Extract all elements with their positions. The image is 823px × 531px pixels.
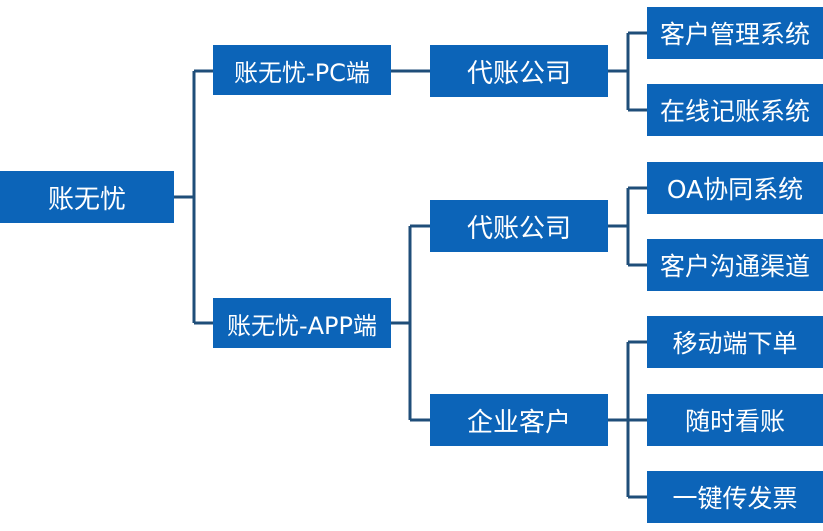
connector-app-to-children	[391, 224, 430, 422]
connector-pc-agency-to-features	[608, 31, 647, 112]
connector-app-agency-to-features	[608, 186, 647, 267]
connector-enterprise-to-features	[608, 340, 647, 499]
feature-node-upload-invoice: 一键传发票	[647, 471, 823, 523]
feature-node-communication-channel: 客户沟通渠道	[647, 239, 823, 291]
segment-node-pc-agency: 代账公司	[430, 45, 608, 97]
feature-node-mobile-order: 移动端下单	[647, 316, 823, 368]
branch-node-app: 账无忧-APP端	[213, 298, 391, 348]
branch-node-pc: 账无忧-PC端	[213, 45, 391, 95]
connector-root-to-branches	[174, 69, 213, 325]
feature-node-crm: 客户管理系统	[647, 7, 823, 59]
segment-node-app-enterprise: 企业客户	[430, 394, 608, 446]
feature-node-online-bookkeeping: 在线记账系统	[647, 84, 823, 136]
segment-node-app-agency: 代账公司	[430, 200, 608, 252]
root-node: 账无忧	[0, 171, 174, 223]
feature-node-view-anytime: 随时看账	[647, 394, 823, 446]
feature-node-oa: OA协同系统	[647, 162, 823, 214]
